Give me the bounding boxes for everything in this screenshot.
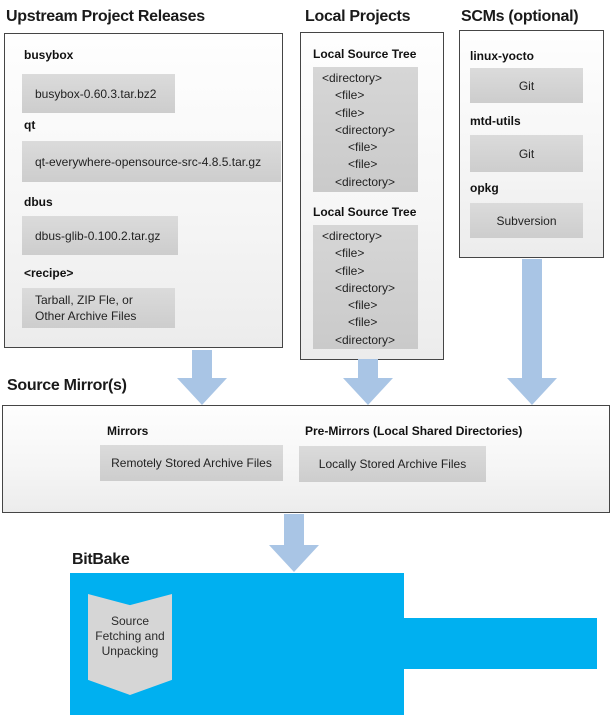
local-projects-title: Local Projects	[305, 8, 411, 25]
arrow-shaft	[192, 350, 212, 378]
tree-line: <file>	[348, 157, 378, 172]
flow-arrow-mirrors-to-bitbake	[269, 514, 319, 572]
archive-name: Tarball, ZIP Fle, or	[35, 293, 133, 307]
arrow-head	[507, 378, 557, 405]
tree-line: <file>	[335, 263, 365, 278]
local-source-tree-heading: Local Source Tree	[313, 47, 417, 61]
ribbon-line: Fetching and	[95, 629, 165, 643]
arrow-head	[343, 378, 393, 405]
upstream-item-box: qt-everywhere-opensource-src-4.8.5.tar.g…	[22, 141, 281, 182]
tree-line: <file>	[335, 246, 365, 261]
mirror-group-label: Mirrors	[107, 424, 149, 438]
upstream-item-box: busybox-0.60.3.tar.bz2	[22, 74, 175, 113]
archive-name: dbus-glib-0.100.2.tar.gz	[35, 228, 161, 243]
tree-line: <file>	[348, 140, 378, 155]
arrow-shaft	[522, 259, 542, 378]
flow-arrow-local-to-mirrors	[343, 359, 393, 405]
upstream-item-label: dbus	[24, 195, 53, 209]
scm-type: Git	[518, 146, 535, 161]
source-mirrors-heading: Source Mirror(s)	[7, 377, 127, 394]
archive-name: Other Archive Files	[35, 309, 137, 323]
upstream-item-label: <recipe>	[24, 266, 74, 280]
flow-arrow-scms-to-mirrors	[507, 259, 557, 405]
tree-line: <directory>	[322, 71, 383, 85]
scm-type: Git	[518, 78, 535, 93]
scm-item-label: opkg	[470, 181, 499, 195]
arrow-shaft	[358, 359, 378, 378]
scm-item-box: Git	[470, 135, 583, 172]
tree-line: <file>	[348, 315, 378, 330]
scm-item-box: Git	[470, 68, 583, 103]
local-source-tree-box: <directory> <file> <file> <directory> <f…	[313, 225, 418, 349]
scms-title: SCMs (optional)	[461, 8, 579, 25]
upstream-item-label: qt	[24, 118, 36, 132]
scm-item-label: mtd-utils	[470, 114, 521, 128]
bitbake-output-band	[404, 618, 597, 669]
ribbon-line: Unpacking	[101, 644, 159, 658]
upstream-item-box: dbus-glib-0.100.2.tar.gz	[22, 216, 178, 255]
upstream-title: Upstream Project Releases	[6, 8, 205, 25]
flow-arrow-upstream-to-mirrors	[177, 350, 227, 405]
mirror-group-label: Pre-Mirrors (Local Shared Directories)	[305, 424, 523, 438]
upstream-item-label: busybox	[24, 48, 74, 62]
local-source-tree-heading: Local Source Tree	[313, 205, 417, 219]
scm-item-box: Subversion	[470, 203, 583, 238]
tree-line: <directory>	[335, 280, 396, 295]
tree-line: <directory>	[335, 332, 396, 347]
tree-line: <file>	[348, 298, 378, 313]
mirror-description: Locally Stored Archive Files	[318, 457, 467, 471]
tree-line: <directory>	[335, 174, 396, 189]
bitbake-heading: BitBake	[72, 551, 130, 568]
ribbon-line: Source	[110, 614, 150, 628]
source-fetching-ribbon: Source Fetching and Unpacking	[88, 594, 172, 695]
archive-name: busybox-0.60.3.tar.bz2	[35, 86, 157, 101]
tree-line: <file>	[335, 88, 365, 103]
mirror-group-box: Remotely Stored Archive Files	[100, 445, 283, 481]
scm-type: Subversion	[496, 213, 557, 228]
mirror-description: Remotely Stored Archive Files	[111, 456, 272, 470]
local-source-tree-box: <directory> <file> <file> <directory> <f…	[313, 67, 418, 192]
tree-line: <file>	[335, 105, 365, 120]
arrow-head	[177, 378, 227, 405]
arrow-head	[269, 545, 319, 572]
archive-name: qt-everywhere-opensource-src-4.8.5.tar.g…	[35, 154, 262, 169]
tree-line: <directory>	[335, 122, 396, 137]
upstream-item-box: Tarball, ZIP Fle, or Other Archive Files	[22, 288, 175, 328]
mirror-group-box: Locally Stored Archive Files	[299, 446, 486, 482]
arrow-shaft	[284, 514, 304, 545]
scm-item-label: linux-yocto	[470, 49, 535, 63]
tree-line: <directory>	[322, 229, 383, 243]
